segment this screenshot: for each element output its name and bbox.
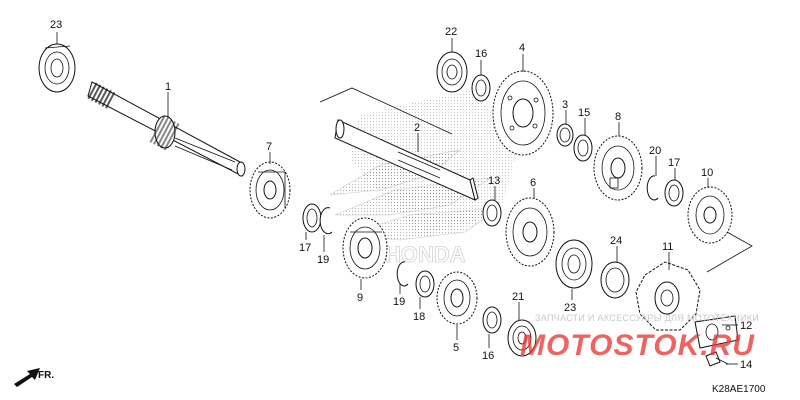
diagram-code: K28AE1700 xyxy=(712,384,766,395)
gear-5 xyxy=(436,271,478,325)
gear-10-bracket xyxy=(706,231,753,273)
fixing-plate-12 xyxy=(694,315,739,349)
callout-23-bottom: 23 xyxy=(564,302,576,314)
callout-7: 7 xyxy=(266,141,272,153)
callout-5: 5 xyxy=(453,342,459,354)
bearing-21 xyxy=(507,319,537,357)
oil-seal-24 xyxy=(600,261,630,299)
callout-24: 24 xyxy=(610,235,622,247)
bearing-22 xyxy=(436,51,468,93)
washer-18 xyxy=(664,179,684,207)
gear-9 xyxy=(342,217,388,279)
bushing-3 xyxy=(556,123,574,147)
washer-13 xyxy=(482,199,502,227)
callout-23-top: 23 xyxy=(50,19,62,31)
bolt-14 xyxy=(705,351,729,367)
callout-22: 22 xyxy=(445,26,457,38)
countershaft-2 xyxy=(334,119,479,201)
callout-4: 4 xyxy=(519,42,525,54)
circlip-19-left xyxy=(319,207,333,235)
callout-14: 14 xyxy=(740,359,752,371)
circlip-19-middle xyxy=(396,261,409,287)
callout-20: 20 xyxy=(649,145,661,157)
watermark-text: ЗАПЧАСТИ И АКСЕССУАРЫ ДЛЯ МОТОТЕХНИКИ xyxy=(535,313,759,323)
callout-21: 21 xyxy=(512,291,524,303)
circlip-20 xyxy=(646,175,659,201)
bearing-23-top xyxy=(38,43,76,93)
gear-6 xyxy=(505,197,555,267)
callout-19-left: 19 xyxy=(317,254,329,266)
gear-10 xyxy=(687,186,733,244)
drive-sprocket-11 xyxy=(635,261,701,331)
honda-logo-text: HONDA xyxy=(385,242,466,267)
callout-labels: 23 1 7 2 22 16 4 3 15 8 20 17 10 13 6 17… xyxy=(50,19,752,371)
washer-17-middle xyxy=(415,270,435,298)
front-direction-arrow: FR. xyxy=(14,368,54,387)
bearing-23-bottom xyxy=(555,239,593,289)
callout-9: 9 xyxy=(357,292,363,304)
callout-16-bottom: 16 xyxy=(482,350,494,362)
mainshaft-1 xyxy=(86,81,246,177)
leader-lines xyxy=(56,32,738,365)
callout-11: 11 xyxy=(662,241,673,253)
callout-8: 8 xyxy=(615,111,621,123)
gear-7 xyxy=(249,161,291,219)
callout-12: 12 xyxy=(740,320,752,332)
gear-4 xyxy=(492,70,554,156)
callout-16-top: 16 xyxy=(475,48,487,60)
front-direction-label: FR. xyxy=(38,370,54,381)
callout-1: 1 xyxy=(165,81,171,93)
callout-17-middle: 18 xyxy=(413,311,425,323)
callout-6: 6 xyxy=(530,177,536,189)
washer-16-top xyxy=(471,74,491,102)
callout-13: 13 xyxy=(488,175,500,187)
shaft-2-bracket xyxy=(319,87,453,135)
gear-8 xyxy=(593,135,643,201)
watermark-brand: MOTOSTOK.RU xyxy=(520,329,755,362)
washer-17-left xyxy=(302,203,322,233)
callout-15: 15 xyxy=(578,107,590,119)
callout-2: 2 xyxy=(414,122,420,134)
callout-17-left: 17 xyxy=(299,242,311,254)
callout-3: 3 xyxy=(562,99,568,111)
washer-16-bottom xyxy=(482,306,502,334)
callout-18: 17 xyxy=(668,157,680,169)
callout-19-middle: 19 xyxy=(393,296,405,308)
washer-15 xyxy=(573,134,593,162)
callout-10: 10 xyxy=(701,167,713,179)
